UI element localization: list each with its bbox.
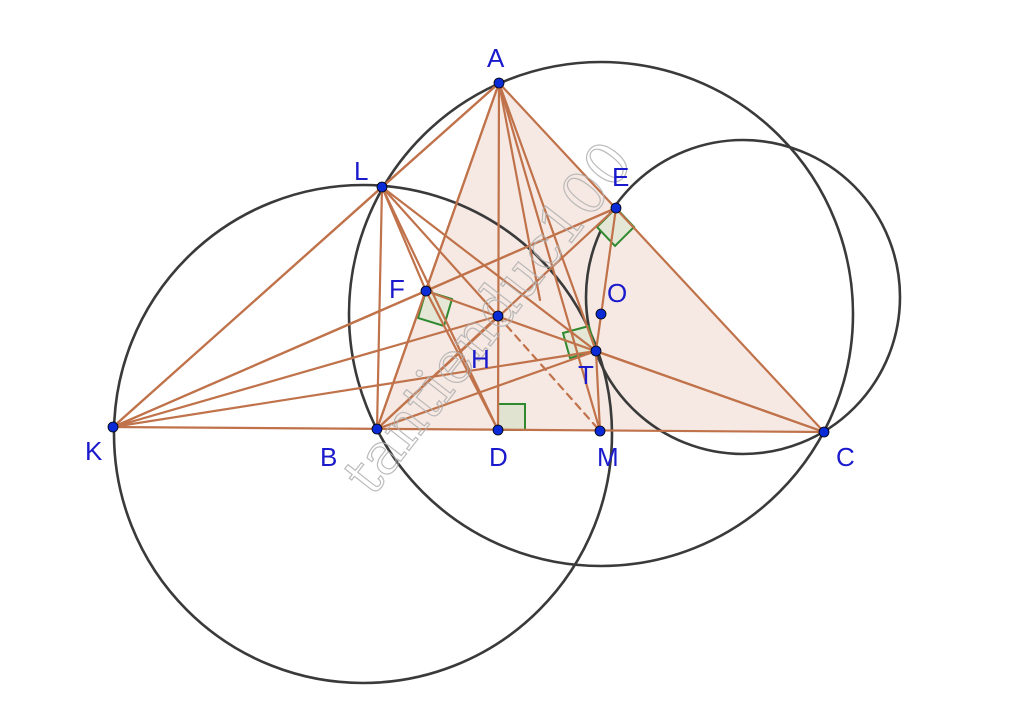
segment-a-to-bc — [497, 81, 542, 302]
label-t: T — [578, 360, 594, 390]
segment-at — [497, 81, 598, 353]
segment-lh — [380, 185, 500, 318]
segment-et — [594, 206, 618, 353]
segment-bh — [375, 314, 500, 431]
point-f — [420, 285, 432, 297]
circle-through-e-t-c — [584, 138, 902, 456]
point-l — [376, 181, 388, 193]
segments — [111, 81, 826, 434]
segment-tc — [594, 349, 826, 434]
point-h — [492, 310, 504, 322]
label-b: B — [320, 442, 337, 472]
circles — [112, 60, 902, 685]
point-t — [590, 345, 602, 357]
circle-centered-m — [347, 60, 855, 568]
segment-ac — [497, 81, 826, 434]
segment-kc — [111, 425, 826, 434]
circle-through-k-l-b — [112, 183, 614, 685]
segment-ab-extra — [375, 81, 501, 431]
segment-lb — [375, 185, 384, 431]
points — [107, 77, 830, 438]
point-k — [107, 421, 119, 433]
segment-hm-dashed — [496, 314, 602, 433]
segment-fd — [424, 289, 500, 432]
label-l: L — [354, 156, 368, 186]
right-angle-d — [497, 403, 526, 431]
label-o: O — [607, 278, 627, 308]
point-c — [818, 426, 830, 438]
point-o — [595, 308, 607, 320]
label-d: D — [489, 442, 508, 472]
label-k: K — [85, 436, 103, 466]
label-a: A — [487, 43, 505, 73]
label-f: F — [389, 274, 405, 304]
label-e: E — [612, 162, 629, 192]
point-m — [594, 425, 606, 437]
segment-lk — [111, 185, 384, 429]
point-labels: A B C D E F H K L M O T — [85, 43, 855, 472]
point-e — [610, 202, 622, 214]
label-m: M — [597, 442, 619, 472]
segment-am — [497, 81, 602, 433]
segment-kt — [111, 349, 598, 429]
triangle-abc-fill — [377, 83, 824, 432]
point-d — [492, 424, 504, 436]
label-c: C — [836, 442, 855, 472]
segment-ld — [380, 185, 500, 432]
segment-kh — [111, 314, 500, 429]
point-b — [371, 423, 383, 435]
segment-tm — [594, 349, 602, 433]
segment-bt — [375, 349, 598, 431]
point-a — [493, 77, 505, 89]
segment-lt — [380, 185, 598, 353]
segment-ad — [496, 81, 501, 432]
segment-fe — [424, 206, 618, 293]
label-h: H — [471, 344, 490, 374]
